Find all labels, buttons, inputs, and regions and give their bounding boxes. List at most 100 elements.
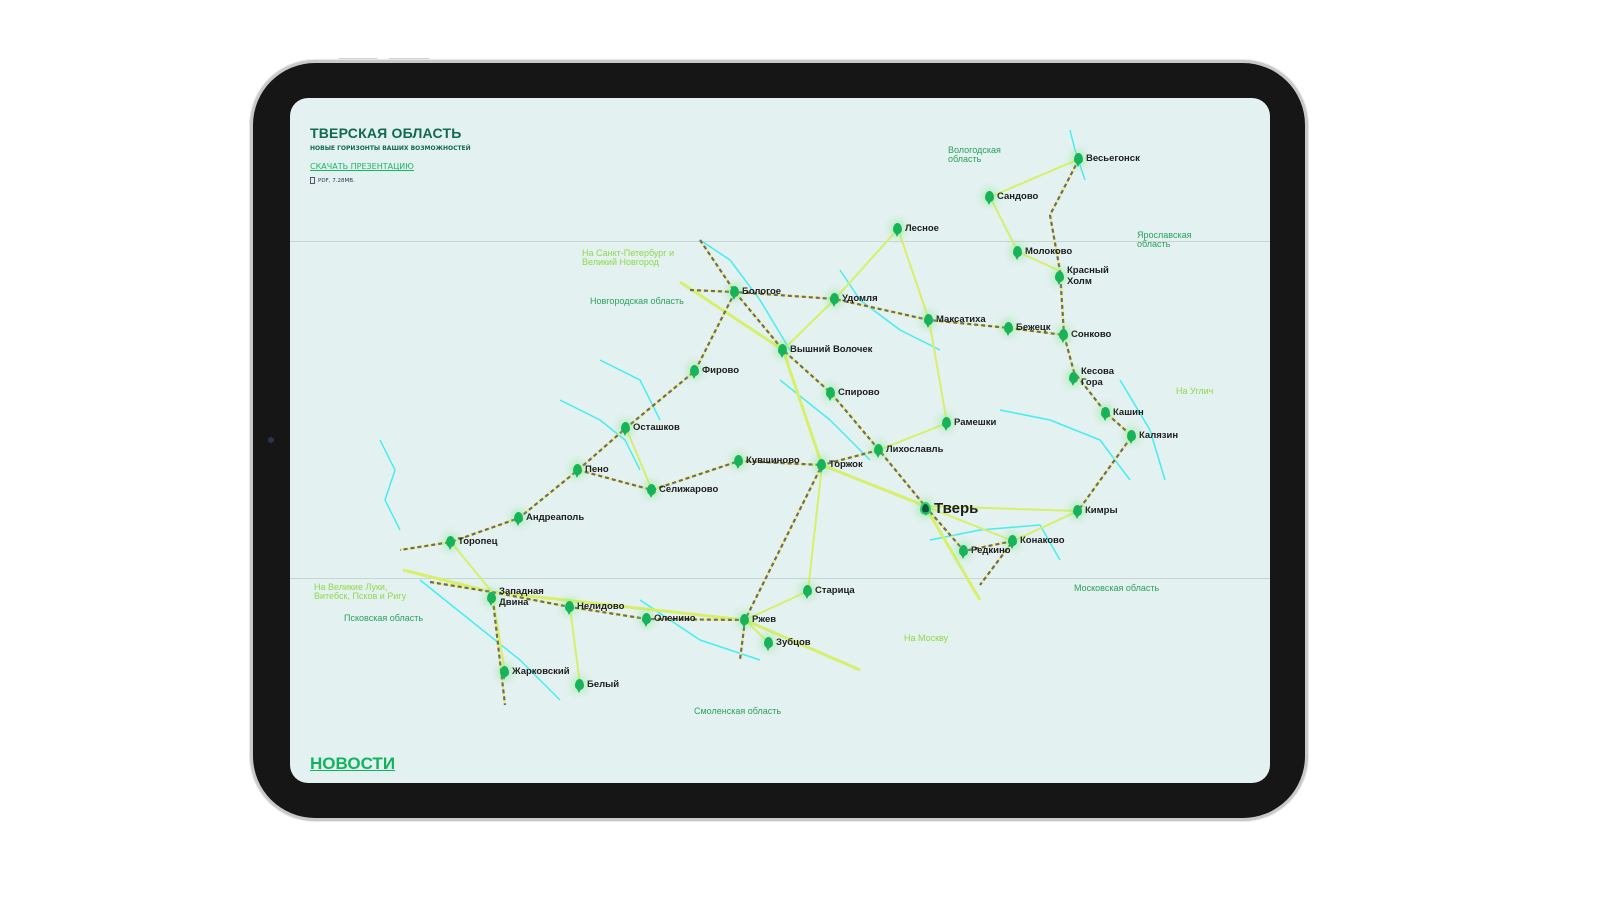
map-pin-icon (500, 666, 509, 680)
city-marker[interactable]: Редкино (959, 545, 1011, 559)
city-label: Пено (585, 464, 609, 475)
news-link[interactable]: НОВОСТИ (310, 754, 396, 773)
city-marker[interactable]: Конаково (1008, 535, 1065, 549)
map-pin-icon (764, 637, 773, 651)
city-label: Лесное (905, 223, 939, 234)
map-pin-icon (1013, 246, 1022, 260)
map-pin-icon (826, 387, 835, 401)
river (1069, 129, 1086, 181)
city-marker[interactable]: Андреаполь (514, 512, 585, 526)
city-marker[interactable]: Весьегонск (1074, 153, 1140, 167)
city-marker[interactable]: Селижарово (647, 484, 719, 498)
map-pin-icon (985, 191, 994, 205)
map-pin-icon (874, 444, 883, 458)
city-marker[interactable]: Торопец (446, 536, 497, 550)
highway (679, 280, 982, 601)
map-pin-icon (1069, 371, 1078, 386)
map-pin-icon (803, 585, 812, 599)
volume-button (338, 58, 378, 62)
page-title: ТВЕРСКАЯ ОБЛАСТЬ (310, 125, 462, 141)
city-label: Весьегонск (1086, 153, 1140, 164)
direction-label: На Москву (904, 633, 949, 643)
city-marker[interactable]: Старица (803, 585, 855, 599)
city-marker[interactable]: Сандово (985, 191, 1038, 205)
city-label: Максатиха (936, 314, 986, 325)
download-presentation-link[interactable]: СКАЧАТЬ ПРЕЗЕНТАЦИЮ (310, 162, 414, 171)
city-marker[interactable]: Западная Двина (487, 586, 544, 608)
file-info: PDF, 7.28MB. (310, 177, 355, 184)
screen: ТВЕРСКАЯ ОБЛАСТЬ НОВЫЕ ГОРИЗОНТЫ ВАШИХ В… (290, 98, 1270, 783)
city-label: Бологое (742, 286, 782, 297)
map-pin-icon (446, 536, 455, 550)
city-marker[interactable]: Лихославль (874, 444, 943, 458)
river (839, 269, 941, 351)
map-pin-icon (573, 464, 582, 478)
city-marker[interactable]: Спирово (826, 387, 880, 401)
map-pin-icon (1073, 505, 1082, 519)
map-pin-icon (1055, 270, 1064, 285)
city-label: Селижарово (659, 484, 719, 495)
city-marker[interactable]: Кимры (1073, 505, 1118, 519)
map-pin-icon (1127, 430, 1136, 444)
city-label: Андреаполь (526, 512, 585, 523)
city-marker[interactable]: Жарковский (500, 666, 570, 680)
camera (268, 437, 274, 443)
direction-label: На Углич (1176, 386, 1214, 396)
map-pin-icon (690, 365, 699, 379)
river (1119, 379, 1166, 481)
city-marker[interactable]: Вышний Волочек (778, 344, 873, 358)
city-marker[interactable]: Удомля (830, 293, 878, 307)
city-marker[interactable]: Сонково (1059, 329, 1112, 343)
city-marker[interactable]: Максатиха (924, 314, 986, 328)
city-marker[interactable]: Торжок (817, 459, 863, 473)
city-marker[interactable]: Кесова Гора (1069, 366, 1121, 388)
city-marker[interactable]: Ржев (740, 614, 777, 628)
railway (689, 288, 1134, 512)
map-pin-icon (642, 613, 651, 627)
city-marker[interactable]: Лесное (893, 223, 939, 237)
city-marker[interactable]: Тверь (920, 500, 978, 517)
map-pin-icon (730, 286, 739, 300)
map-pin-icon (1059, 329, 1068, 343)
map-pin-icon (920, 502, 931, 516)
city-label: Сонково (1071, 329, 1112, 340)
region-label: Новгородская область (590, 296, 684, 306)
city-marker[interactable]: Осташков (621, 422, 680, 436)
map-pin-icon (778, 344, 787, 358)
divider (290, 241, 1270, 242)
page-subtitle: НОВЫЕ ГОРИЗОНТЫ ВАШИХ ВОЗМОЖНОСТЕЙ (310, 145, 471, 152)
city-marker[interactable]: Рамешки (942, 417, 997, 431)
map-pin-icon (1074, 153, 1083, 167)
power-button (388, 58, 430, 62)
city-label: Белый (587, 679, 620, 690)
river (929, 524, 1061, 561)
river (559, 399, 641, 471)
city-marker[interactable]: Оленино (642, 613, 696, 627)
map-pin-icon (942, 417, 951, 431)
city-marker[interactable]: Кувшиново (734, 455, 800, 469)
city-label: Кашин (1113, 407, 1144, 418)
city-marker[interactable]: Бологое (730, 286, 782, 300)
city-label: Рамешки (954, 417, 997, 428)
city-marker[interactable]: Белый (575, 679, 620, 693)
city-label: Осташков (633, 422, 680, 433)
direction-label: На Санкт-Петербург и Великий Новгород (582, 248, 675, 267)
city-marker[interactable]: Бежецк (1004, 322, 1050, 336)
city-marker[interactable]: Пено (573, 464, 609, 478)
city-label: Вышний Волочек (790, 344, 873, 355)
city-marker[interactable]: Кашин (1101, 407, 1144, 421)
city-marker[interactable]: Молоково (1013, 246, 1072, 260)
region-label: Псковская область (344, 613, 424, 623)
city-marker[interactable]: Фирово (690, 365, 740, 379)
region-label: Смоленская область (694, 706, 782, 716)
city-marker[interactable]: Зубцов (764, 637, 811, 651)
city-marker[interactable]: Калязин (1127, 430, 1178, 444)
city-label: Удомля (842, 293, 878, 304)
map-pin-icon (514, 512, 523, 526)
city-label: Фирово (702, 365, 740, 376)
city-label: Ржев (752, 614, 777, 625)
river (599, 359, 661, 421)
city-marker[interactable]: Красный Холм (1055, 265, 1109, 287)
city-marker[interactable]: Нелидово (565, 601, 624, 615)
city-label: Оленино (654, 613, 696, 624)
